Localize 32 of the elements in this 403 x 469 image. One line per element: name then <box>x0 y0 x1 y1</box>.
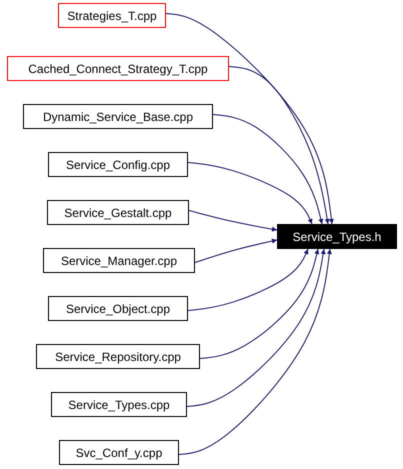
arrow <box>186 248 326 407</box>
file-name: Service_Types.h <box>292 230 382 244</box>
arrow <box>178 248 332 455</box>
file-name: Service_Gestalt.cpp <box>64 206 172 220</box>
arrow <box>188 162 312 224</box>
arrow <box>228 66 330 224</box>
file-name: Service_Repository.cpp <box>55 350 181 364</box>
file-box <box>48 152 188 177</box>
arrow <box>212 114 324 224</box>
arrow <box>166 13 334 224</box>
file-name: Dynamic_Service_Base.cpp <box>42 110 194 124</box>
arrow <box>194 238 278 263</box>
arrow <box>188 248 308 311</box>
file-name: Cached_Connect_Strategy_T.cpp <box>28 62 208 76</box>
file-box <box>23 104 213 129</box>
file-box <box>51 392 187 417</box>
file-box <box>36 344 200 369</box>
file-box <box>48 296 188 321</box>
file-box <box>58 3 166 28</box>
file-name: Svc_Conf_y.cpp <box>76 446 162 460</box>
file-box <box>43 248 195 273</box>
file-box <box>7 56 229 81</box>
file-box <box>59 440 179 465</box>
file-name: Service_Object.cpp <box>66 302 170 316</box>
file-name: Strategies_T.cpp <box>67 8 157 22</box>
file-name: Service_Manager.cpp <box>60 254 178 268</box>
file-box <box>277 224 397 249</box>
file-name: Service_Types.cpp <box>68 398 170 412</box>
arrow <box>200 248 320 359</box>
file-box <box>47 200 189 225</box>
arrow <box>188 210 278 232</box>
file-name: Service_Config.cpp <box>66 158 170 172</box>
